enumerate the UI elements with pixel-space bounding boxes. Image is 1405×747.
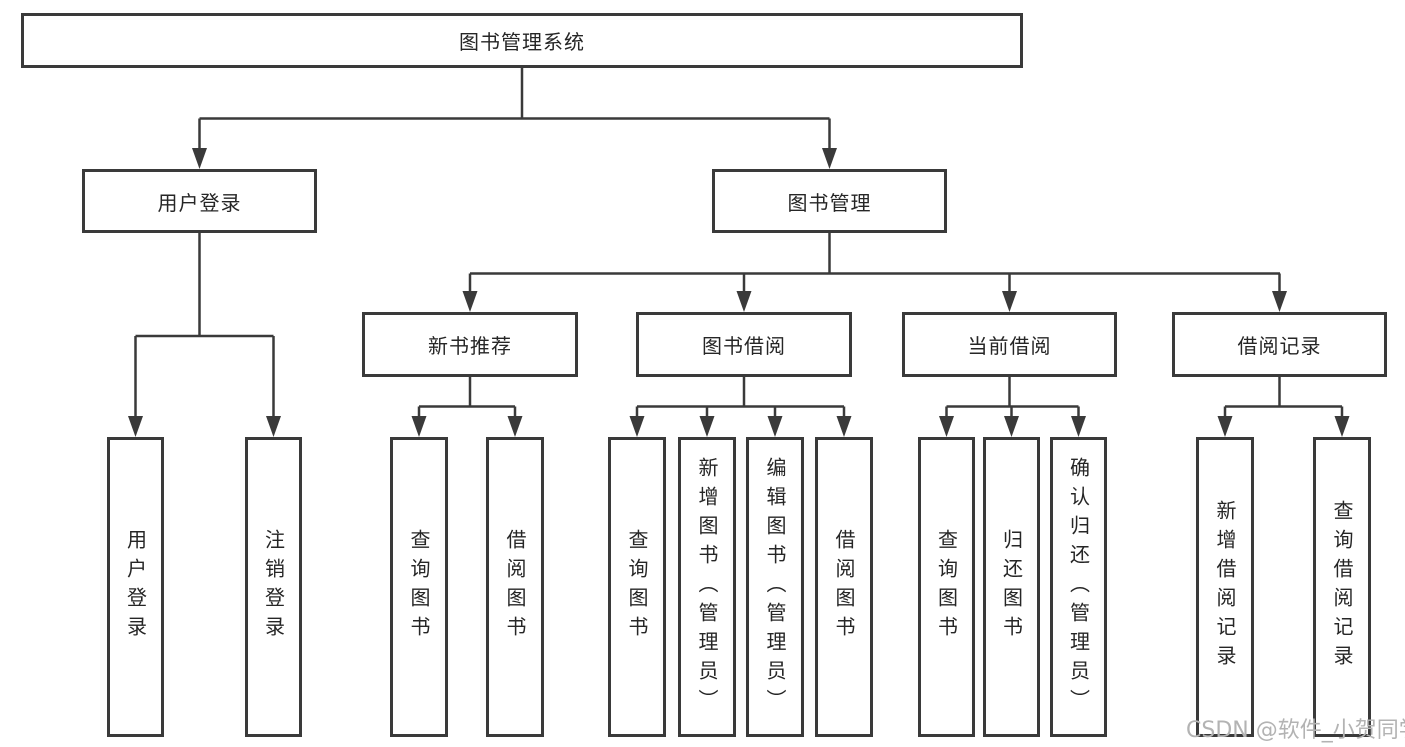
leaf-query-borrow-record: 查询借阅记录	[1313, 437, 1371, 737]
node-user-login-label: 用户登录	[157, 190, 242, 215]
leaf-query-books-3-label: 查询图书	[934, 529, 959, 645]
leaf-logout: 注销登录	[245, 437, 302, 737]
leaf-query-books-1-label: 查询图书	[407, 529, 431, 645]
leaf-borrow-books-1: 借阅图书	[486, 437, 544, 737]
leaf-query-borrow-record-label: 查询借阅记录	[1330, 500, 1354, 674]
leaf-return-books-label: 归还图书	[999, 529, 1024, 645]
node-book-management-label: 图书管理	[787, 190, 872, 215]
node-book-borrow-label: 图书借阅	[702, 334, 786, 358]
leaf-query-books-1: 查询图书	[390, 437, 448, 737]
leaf-borrow-books-2-label: 借阅图书	[832, 529, 856, 645]
node-root-label: 图书管理系统	[459, 30, 585, 54]
node-borrow-records: 借阅记录	[1172, 312, 1387, 377]
node-borrow-records-label: 借阅记录	[1237, 334, 1322, 358]
leaf-confirm-return-admin-label: 确认归还（管理员）	[1066, 456, 1091, 718]
leaf-query-books-3: 查询图书	[918, 437, 975, 737]
node-book-management: 图书管理	[712, 169, 947, 233]
leaf-edit-books-admin-label: 编辑图书（管理员）	[763, 456, 787, 718]
leaf-borrow-books-2: 借阅图书	[815, 437, 873, 737]
leaf-confirm-return-admin: 确认归还（管理员）	[1050, 437, 1107, 737]
node-current-borrow-label: 当前借阅	[967, 334, 1052, 358]
leaf-return-books: 归还图书	[983, 437, 1040, 737]
leaf-add-books-admin: 新增图书（管理员）	[678, 437, 736, 737]
node-new-book-recommend: 新书推荐	[362, 312, 578, 377]
leaf-user-login-label: 用户登录	[123, 529, 148, 645]
leaf-user-login: 用户登录	[107, 437, 164, 737]
csdn-watermark: CSDN @软件_小贺同学	[1186, 718, 1405, 743]
leaf-query-books-2: 查询图书	[608, 437, 666, 737]
node-current-borrow: 当前借阅	[902, 312, 1117, 377]
node-user-login: 用户登录	[82, 169, 317, 233]
node-root: 图书管理系统	[21, 13, 1023, 68]
leaf-add-borrow-record-label: 新增借阅记录	[1213, 500, 1237, 674]
node-book-borrow: 图书借阅	[636, 312, 852, 377]
leaf-add-borrow-record: 新增借阅记录	[1196, 437, 1254, 737]
leaf-query-books-2-label: 查询图书	[625, 529, 649, 645]
leaf-borrow-books-1-label: 借阅图书	[503, 529, 527, 645]
leaf-logout-label: 注销登录	[261, 529, 286, 645]
leaf-add-books-admin-label: 新增图书（管理员）	[695, 456, 719, 718]
node-new-book-recommend-label: 新书推荐	[428, 334, 512, 358]
leaf-edit-books-admin: 编辑图书（管理员）	[746, 437, 804, 737]
